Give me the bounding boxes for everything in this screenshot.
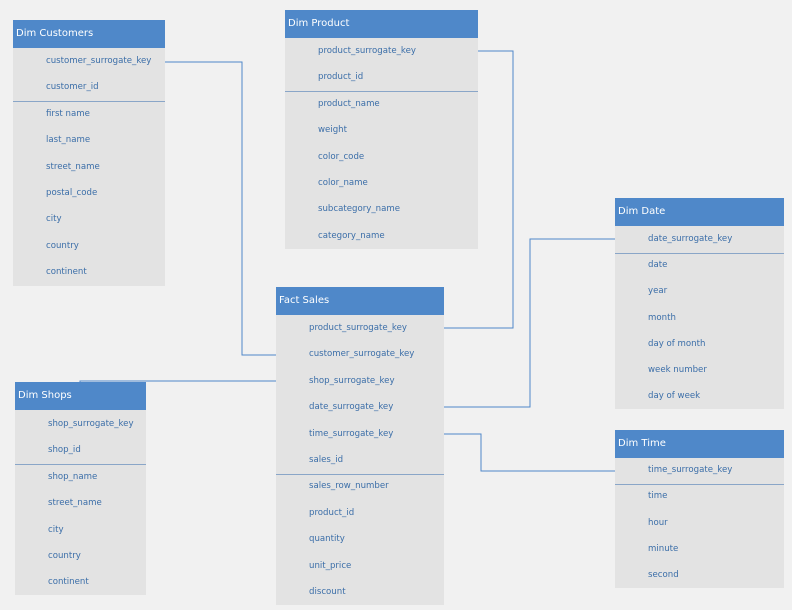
date-key-field-date-surrogate-key: date_surrogate_key	[648, 234, 733, 244]
key-divider-fact	[276, 474, 444, 475]
table-header-time: Dim Time	[615, 430, 784, 458]
table-header-shops: Dim Shops	[15, 382, 146, 410]
customers-field-country: country	[46, 240, 79, 251]
table-header-date: Dim Date	[615, 198, 784, 226]
shops-key-field-shop-id: shop_id	[48, 445, 81, 456]
fact-field-quantity: quantity	[309, 534, 345, 545]
product-field-color-name: color_name	[318, 178, 368, 188]
date-field-month: month	[648, 312, 676, 323]
key-divider-date	[615, 253, 784, 254]
shops-field-city: city	[48, 524, 64, 535]
date-field-date: date	[648, 260, 668, 271]
key-divider-customers	[13, 101, 165, 102]
product-field-product-name: product_name	[318, 98, 380, 109]
customers-field-first-name: first name	[46, 108, 90, 119]
fact-key-field-shop-surrogate-key: shop_surrogate_key	[309, 375, 395, 386]
shops-field-continent: continent	[48, 577, 89, 588]
date-field-day-of-week: day of week	[648, 391, 701, 402]
fact-field-product-id: product_id	[309, 507, 355, 518]
fact-field-discount: discount	[309, 587, 346, 597]
table-product: Dim Product product_surrogate_key product_…	[285, 10, 478, 249]
table-fact: Fact Sales product_surrogate_key customer_…	[276, 287, 444, 605]
customers-field-city: city	[46, 214, 62, 225]
fact-field-sales-row-number: sales_row_number	[309, 481, 389, 492]
product-field-weight: weight	[318, 125, 347, 136]
relationship-fact-customer-surrogate-key-to-customers-customer-surrogate-key	[165, 61, 276, 356]
relationship-fact-date-surrogate-key-to-date-date-surrogate-key	[444, 238, 615, 408]
product-field-color-code: color_code	[318, 151, 365, 162]
table-header-customers: Dim Customers	[13, 20, 165, 48]
relationship-fact-time-surrogate-key-to-time-time-surrogate-key	[444, 433, 615, 472]
customers-field-street-name: street_name	[46, 161, 100, 172]
date-field-year: year	[648, 286, 668, 297]
customers-field-last-name: last_name	[46, 135, 91, 146]
customers-key-field-customer-surrogate-key: customer_surrogate_key	[46, 56, 152, 66]
table-shops: Dim Shops shop_surrogate_key shop_id shop_n…	[15, 382, 146, 595]
time-field-hour: hour	[648, 517, 668, 528]
key-divider-product	[285, 91, 478, 92]
time-field-minute: minute	[648, 543, 679, 554]
key-divider-time	[615, 484, 784, 485]
customers-field-postal-code: postal_code	[46, 188, 98, 198]
product-key-field-product-id: product_id	[318, 72, 364, 83]
product-key-field-product-surrogate-key: product_surrogate_key	[318, 46, 416, 56]
customers-key-field-customer-id: customer_id	[46, 82, 99, 93]
relationship-fact-product-surrogate-key-to-product-product-surrogate-key	[444, 50, 514, 329]
shops-field-country: country	[48, 551, 81, 561]
product-field-category-name: category_name	[318, 230, 385, 241]
fact-key-field-customer-surrogate-key: customer_surrogate_key	[309, 349, 415, 360]
date-field-day-of-month: day of month	[648, 338, 706, 349]
fact-key-field-product-surrogate-key: product_surrogate_key	[309, 323, 407, 333]
customers-field-continent: continent	[46, 267, 87, 278]
date-field-week-number: week number	[648, 365, 707, 375]
fact-field-unit-price: unit_price	[309, 560, 352, 571]
shops-field-shop-name: shop_name	[48, 471, 98, 482]
time-field-time: time	[648, 491, 668, 502]
shops-field-street-name: street_name	[48, 498, 102, 509]
fact-key-field-date-surrogate-key: date_surrogate_key	[309, 402, 394, 413]
shops-key-field-shop-surrogate-key: shop_surrogate_key	[48, 419, 134, 429]
time-key-field-time-surrogate-key: time_surrogate_key	[648, 465, 733, 475]
fact-key-field-sales-id: sales_id	[309, 455, 344, 465]
fact-key-field-time-surrogate-key: time_surrogate_key	[309, 428, 394, 439]
table-header-fact: Fact Sales	[276, 287, 444, 315]
key-divider-shops	[15, 464, 146, 465]
table-header-product: Dim Product	[285, 10, 478, 38]
product-field-subcategory-name: subcategory_name	[318, 204, 401, 215]
time-field-second: second	[648, 570, 679, 581]
